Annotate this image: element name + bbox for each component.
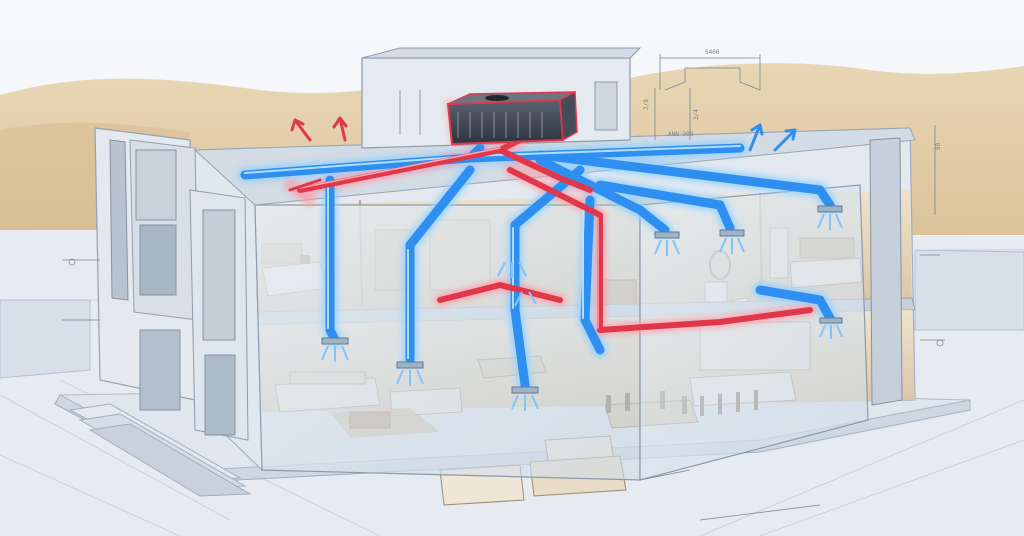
supply-duct-drop-center	[510, 165, 585, 390]
boundary-wall-right	[914, 249, 1024, 331]
return-duct-mid	[437, 282, 563, 303]
diffuser-bedroom	[719, 229, 745, 254]
return-duct-lower-east	[597, 307, 813, 333]
rooftop-hvac-unit	[445, 90, 578, 146]
entry-steps	[68, 403, 252, 497]
supply-duct-east	[535, 150, 835, 210]
diffuser-west	[321, 337, 349, 362]
lattice-screen-tall	[202, 209, 236, 341]
left-tower	[94, 127, 249, 441]
airflow-arrows	[288, 116, 797, 192]
boundary-wall-left	[0, 299, 91, 379]
entrance-door	[139, 329, 181, 411]
right-lattice-column	[869, 137, 903, 406]
return-duct-highlights	[299, 147, 599, 329]
air-diffusers	[321, 205, 843, 411]
dimension-annotations	[62, 54, 945, 521]
exhaust-arrow-1	[293, 118, 312, 142]
supply-duct-drop-west	[325, 175, 340, 345]
lattice-screen-upper	[135, 149, 177, 221]
dimension-vertical-a: 3/8	[643, 99, 650, 110]
diffuser-bath	[654, 231, 680, 256]
supply-duct-dining	[755, 285, 835, 323]
dimension-top: 5400	[705, 49, 720, 56]
side-lattice	[109, 139, 129, 301]
supply-duct-drop-kitchen	[580, 195, 605, 355]
diffuser-east	[817, 205, 843, 230]
upper-window	[139, 224, 177, 296]
ground-window	[204, 354, 236, 436]
diffuser-living	[396, 361, 424, 386]
diffuser-upper-west	[497, 261, 537, 307]
exhaust-arrow-2	[338, 116, 347, 142]
diffuser-center	[511, 386, 539, 411]
supply-ducts	[240, 143, 835, 390]
return-duct-branch-east	[497, 147, 593, 193]
dimension-right: 80	[935, 142, 942, 150]
intake-arrow-1	[748, 123, 762, 152]
supply-duct-bath	[535, 155, 670, 235]
dimension-vertical-c: 3/4	[693, 109, 700, 120]
return-duct-drop	[507, 167, 603, 333]
diffuser-dining	[819, 317, 843, 339]
return-ducts	[297, 137, 813, 333]
return-arrow	[288, 178, 322, 192]
condenser-fan	[485, 95, 509, 101]
dimension-vertical-b: ANN 300	[668, 131, 694, 138]
intake-arrow-2	[773, 128, 797, 152]
supply-duct-bedroom	[595, 180, 735, 233]
supply-duct-highlights	[244, 145, 741, 359]
supply-duct-drop-living	[405, 165, 475, 365]
